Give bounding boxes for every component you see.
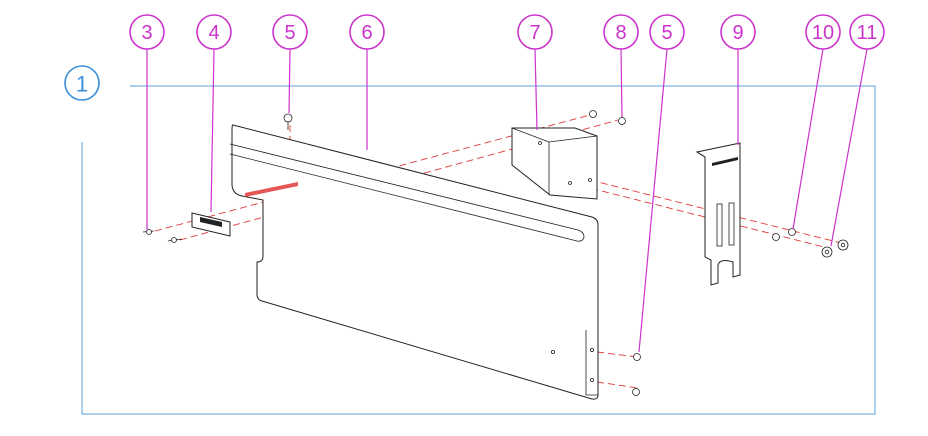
bracket xyxy=(511,127,598,200)
callout-label: 11 xyxy=(857,22,878,44)
lower-screws xyxy=(632,353,641,396)
label-plate xyxy=(191,212,231,237)
nuts xyxy=(589,110,626,125)
callout-label: 9 xyxy=(732,22,743,44)
callout-5: 5 xyxy=(272,14,308,50)
callout-label: 10 xyxy=(812,22,834,44)
callout-label: 3 xyxy=(141,22,152,44)
callout-label: 8 xyxy=(615,22,626,44)
leader-lines xyxy=(146,48,868,353)
callout-label: 6 xyxy=(361,22,372,44)
callout-label: 5 xyxy=(284,22,295,44)
main-plate xyxy=(229,124,599,400)
hanger xyxy=(695,142,741,286)
callout-6: 6 xyxy=(349,14,385,50)
callout-3: 3 xyxy=(129,14,165,50)
frame-callout: 1 xyxy=(64,65,100,101)
callout-label: 7 xyxy=(529,22,540,44)
callout-7: 7 xyxy=(517,14,553,50)
callout-label: 5 xyxy=(661,22,672,44)
callout-11: 11 xyxy=(849,14,885,50)
callout-10: 10 xyxy=(805,14,841,50)
callout-4: 4 xyxy=(196,14,232,50)
callout-label: 4 xyxy=(208,22,219,44)
top-screw xyxy=(283,113,293,130)
left-screws xyxy=(142,229,183,243)
callout-9: 9 xyxy=(720,14,756,50)
right-hardware xyxy=(772,228,849,258)
assembly-frame xyxy=(81,85,876,415)
callout-8: 8 xyxy=(603,14,639,50)
callout-5-second: 5 xyxy=(649,14,685,50)
frame-callout-label: 1 xyxy=(76,72,88,97)
